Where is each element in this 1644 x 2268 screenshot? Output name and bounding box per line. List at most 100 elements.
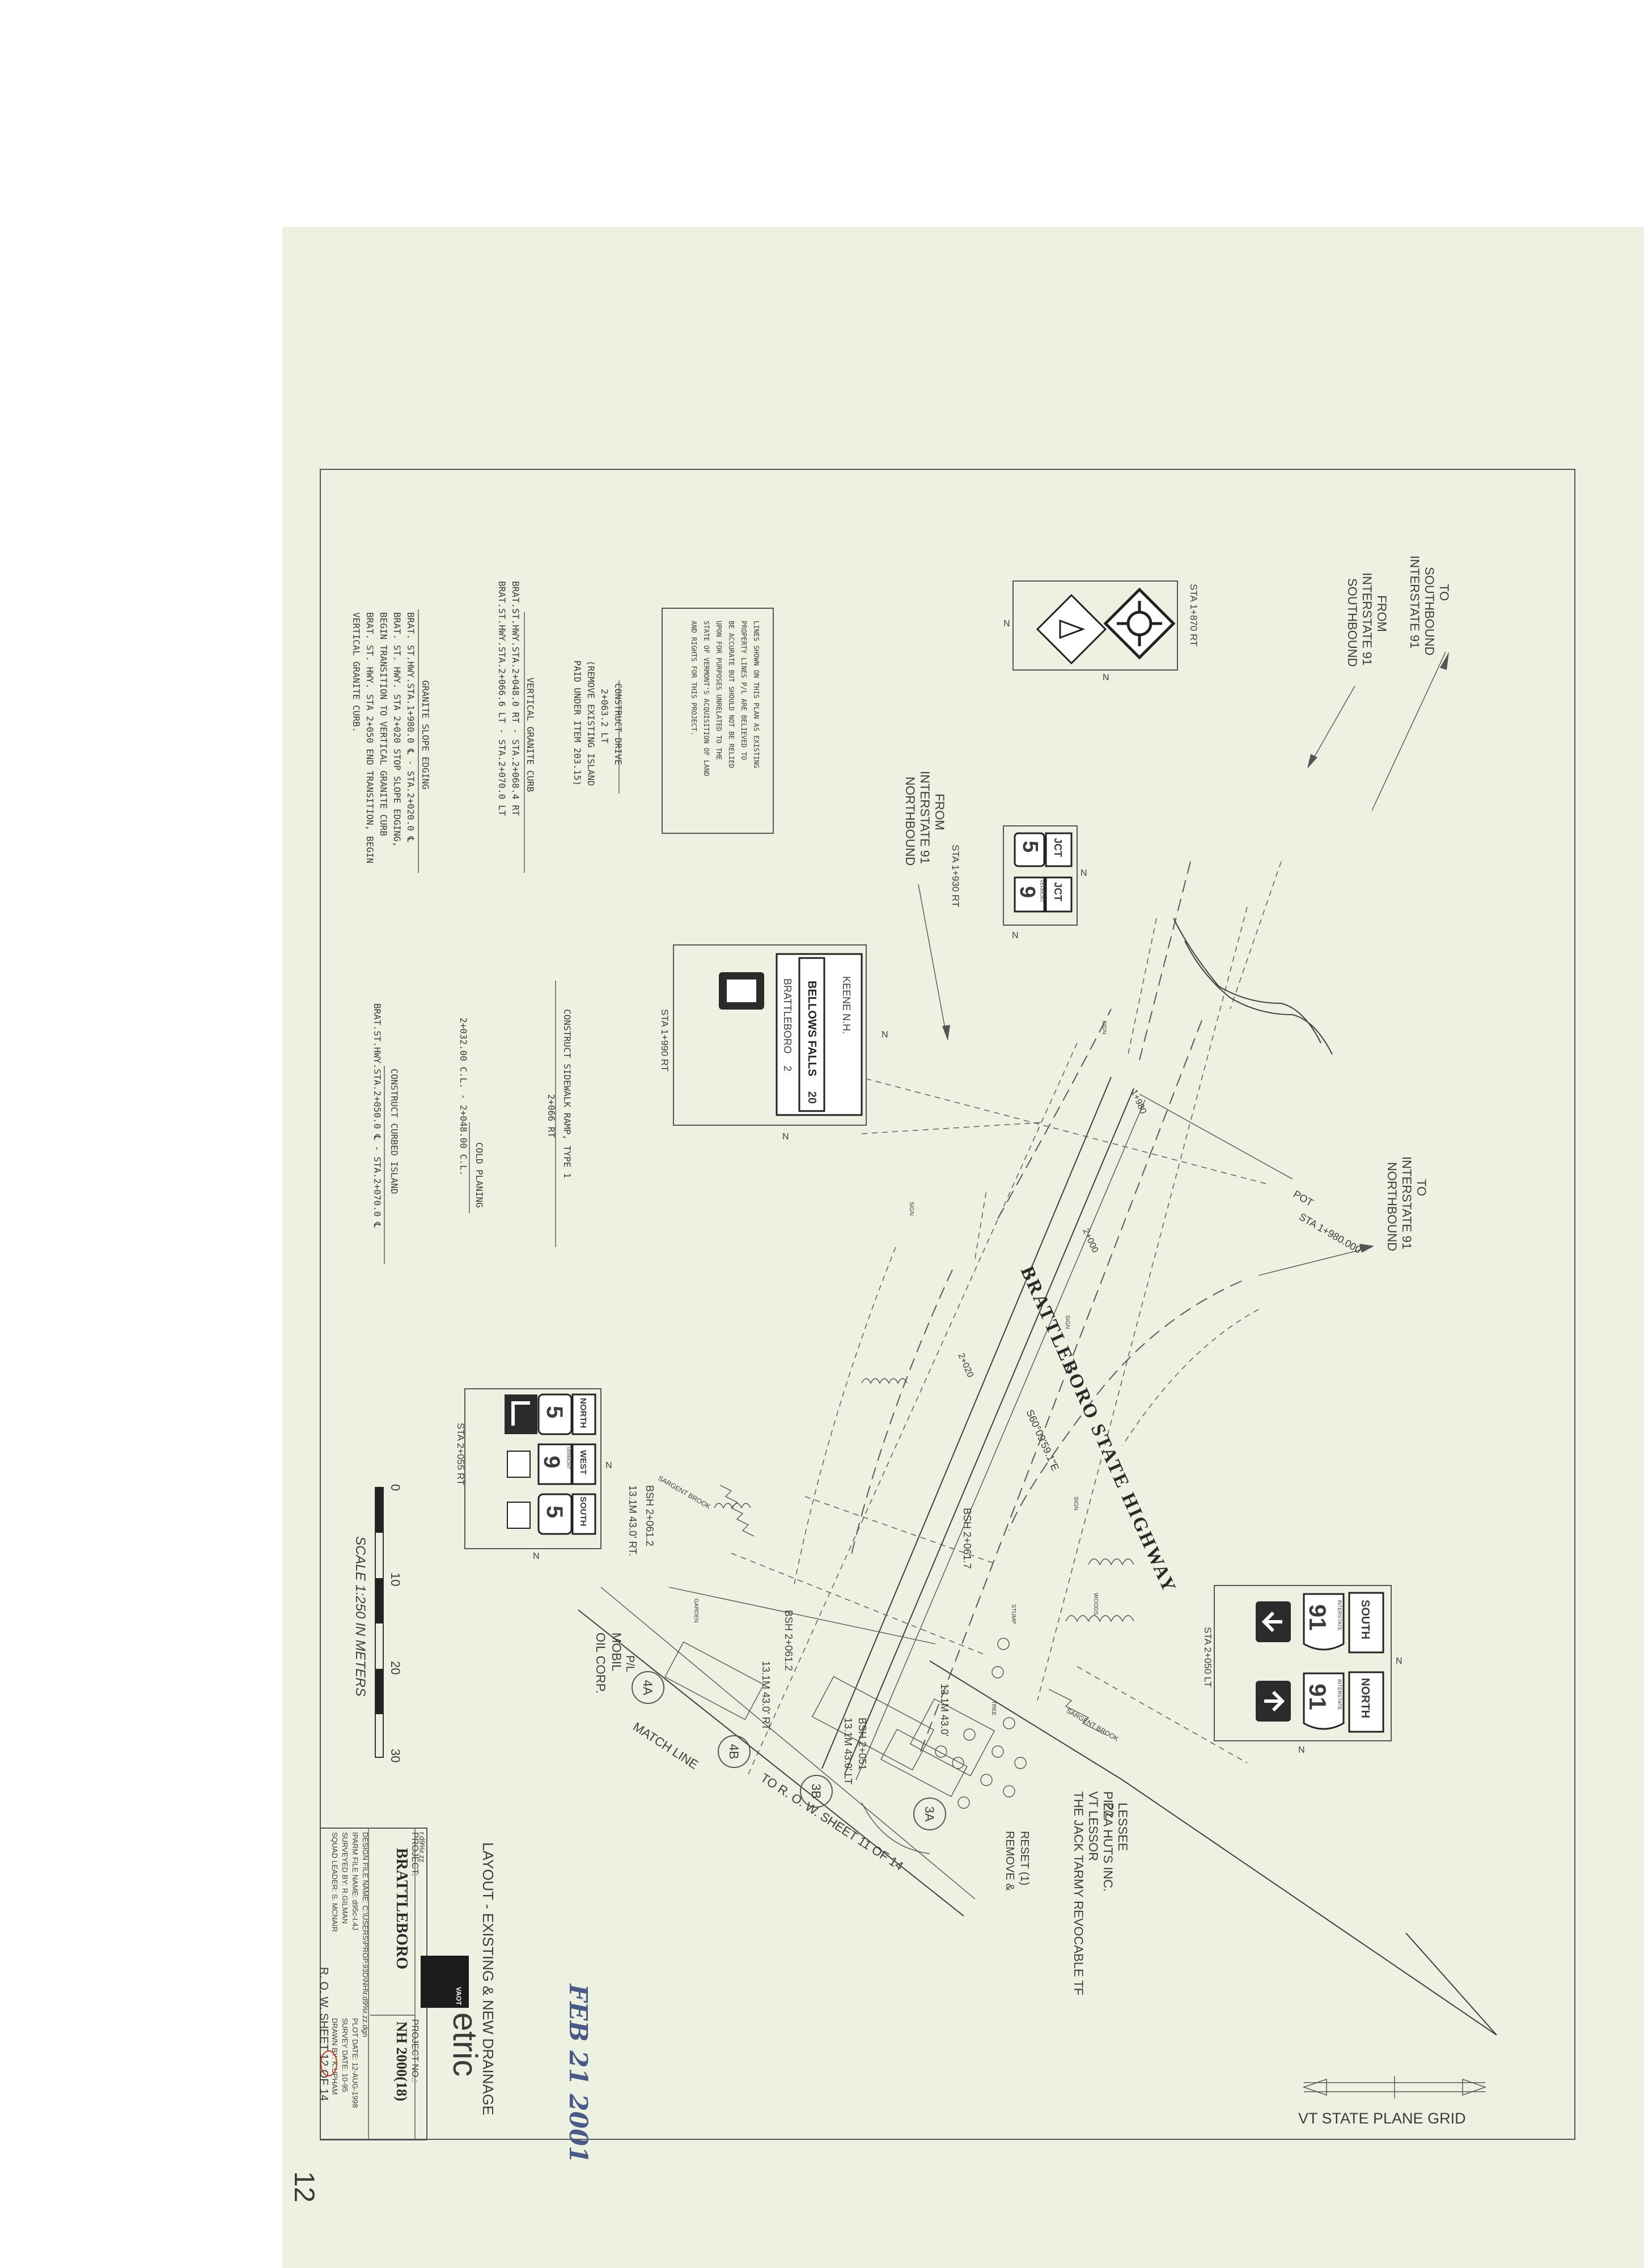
sign-label-4: SIGN [1073, 1497, 1079, 1510]
drawing-border [320, 469, 1575, 2140]
svg-text:(REMOVE EXISTING ISLAND: (REMOVE EXISTING ISLAND [586, 660, 596, 786]
svg-text:PROPERTY LINES P/L ARE BELIEVE: PROPERTY LINES P/L ARE BELIEVED TO [740, 621, 748, 760]
svg-text:13.1M 43.0' LT: 13.1M 43.0' LT [842, 1718, 854, 1784]
mobil-label: MOBIL OIL CORP. [594, 1633, 624, 1694]
row-sheet-number: R. O. W. SHEET 12 OF 14 [317, 1967, 330, 2101]
svg-text:30: 30 [388, 1749, 402, 1762]
svg-text:INTERSTATE 91: INTERSTATE 91 [1360, 573, 1374, 665]
woods-label: WOODS [1092, 1593, 1099, 1615]
sheet-title: LAYOUT - EXISTING & NEW DRAINAGE [480, 1842, 497, 2116]
svg-text:WEST: WEST [578, 1450, 588, 1474]
svg-text:CONSTRUCT CURBED ISLAND: CONSTRUCT CURBED ISLAND [389, 1069, 400, 1194]
pot-label: POT [1291, 1188, 1315, 1209]
svg-text:BE ACCURATE BUT SHOULD NOT BE: BE ACCURATE BUT SHOULD NOT BE RELIED [727, 621, 735, 768]
tarmy-parcel-label: THE JACK TARMY REVOCABLE TF VT LESSOR PI… [1071, 1791, 1130, 1995]
svg-text:PIZZA HUTS INC.: PIZZA HUTS INC. [1101, 1791, 1115, 1892]
svg-text:UPON FOR PURPOSES UNRELATED TO: UPON FOR PURPOSES UNRELATED TO THE [715, 621, 723, 760]
metric-wordmark: etric [446, 2012, 484, 2076]
svg-text:LINES SHOWN ON THIS PLAN AS EX: LINES SHOWN ON THIS PLAN AS EXISTING [752, 621, 760, 768]
north-label-8: N [533, 1551, 540, 1561]
parcel-4b: 4B [718, 1735, 751, 1768]
curbed-island-note: CONSTRUCT CURBED ISLAND BRAT.ST.HWY.STA.… [372, 1003, 400, 1228]
bsh-labels: BSH 2+061.2 13.1M 43.0' RT. BSH 2+061.7 … [627, 1485, 973, 1784]
roadway-lines [578, 651, 1497, 2036]
svg-text:VT LESSOR: VT LESSOR [1086, 1791, 1100, 1861]
svg-text:CONSTRUCT DRIVE: CONSTRUCT DRIVE [613, 683, 624, 765]
design-file-name: DESIGN FILE NAME: C:\USERS\PROP.93D\NH\r… [361, 1832, 370, 2037]
sta-1930: STA 1+930 RT [950, 845, 961, 907]
brattleboro-destination: BRATTLEBORO [782, 978, 793, 1054]
svg-text:10: 10 [388, 1572, 402, 1586]
sign-panel-route-assembly [464, 1388, 601, 1549]
north-grid-arrow: VT STATE PLANE GRID [1298, 2076, 1487, 2127]
svg-text:REMOVE &: REMOVE & [1003, 1831, 1016, 1891]
svg-text:FROM: FROM [933, 794, 947, 830]
grid-label: VT STATE PLANE GRID [1298, 2110, 1466, 2127]
svg-text:5: 5 [1018, 841, 1042, 853]
jct-route5-sign: JCT 5 [1014, 832, 1073, 867]
west-route9-sign: WEST VERMONT 9 [507, 1443, 596, 1485]
granite-slope-note: GRANITE SLOPE EDGING BRAT. ST.HWY.STA.1+… [351, 612, 431, 863]
match-line-label: MATCH LINE [630, 1719, 701, 1772]
iparm-file-name: IPARM FILE NAME: d95c-I.4J [351, 1832, 359, 1930]
south-i91-sign: SOUTH INTERSTATE 91 [1256, 1592, 1384, 1654]
pl-label: P/L [624, 1655, 636, 1672]
project-name: BRATTLEBORO [393, 1848, 410, 1969]
svg-text:20: 20 [388, 1661, 402, 1674]
date-stamp: FEB 21 2001 [563, 1983, 592, 2163]
sta-2055: STA 2+055 RT [455, 1423, 466, 1485]
sign-label-2: SIGN [908, 1202, 914, 1215]
svg-text:3A: 3A [922, 1807, 937, 1822]
svg-text:BRAT. ST.HWY.STA.1+980.0 ℄ - S: BRAT. ST.HWY.STA.1+980.0 ℄ - STA.2+020.0… [405, 612, 416, 843]
svg-text:FROM: FROM [1375, 595, 1389, 632]
roundabout-warning-sign [1103, 587, 1176, 660]
project-number: NH 2000(18) [393, 2021, 410, 2101]
bearing-label: S60°09'59.1"E [1024, 1408, 1061, 1472]
svg-text:CONSTRUCT SIDEWALK RAMP, TYPE: CONSTRUCT SIDEWALK RAMP, TYPE 1 [562, 1009, 573, 1178]
svg-text:91: 91 [1304, 1684, 1331, 1710]
row-sheet-reference: TO R. O. W. SHEET 11 OF 14 [758, 1770, 906, 1873]
svg-text:3B: 3B [809, 1784, 823, 1799]
north-route5-sign: NORTH 5 [505, 1393, 596, 1435]
svg-text:13.1M 43.0' RT: 13.1M 43.0' RT [760, 1661, 772, 1730]
sign-panel-guide [673, 944, 867, 1126]
svg-text:STATE OF VERMONT'S ACQUISITION: STATE OF VERMONT'S ACQUISITION OF LAND [702, 621, 710, 777]
svg-text:5: 5 [542, 1506, 567, 1518]
svg-text:NORTH: NORTH [1359, 1678, 1371, 1718]
stump-label: STUMP [1010, 1604, 1016, 1624]
from-northbound-label: FROM INTERSTATE 91 NORTHBOUND [903, 771, 947, 866]
svg-text:THE JACK TARMY REVOCABLE TF: THE JACK TARMY REVOCABLE TF [1071, 1791, 1086, 1995]
sign-panel-warning [1012, 580, 1178, 671]
north-label-6: N [782, 1132, 789, 1142]
remove-reset-note: REMOVE & RESET (1) [1003, 1831, 1031, 1891]
svg-text:SOUTH: SOUTH [578, 1497, 588, 1527]
drawn-by: DRAWN BY: K.UPHAM [331, 2018, 339, 2095]
svg-text:SOUTH: SOUTH [1359, 1600, 1371, 1639]
svg-text:AND RIGHTS FOR THIS PROJECT.: AND RIGHTS FOR THIS PROJECT. [690, 621, 698, 735]
north-label-5: N [882, 1030, 888, 1040]
keene-destination: KEENE N.H. [841, 976, 852, 1034]
tree-label: TREE [990, 1701, 997, 1716]
north-label-9: N [1396, 1656, 1403, 1666]
north-label-4: N [1012, 931, 1019, 940]
svg-text:RESET (1): RESET (1) [1018, 1831, 1031, 1885]
svg-text:MOBIL: MOBIL [609, 1633, 624, 1671]
lines-note-box [662, 608, 774, 834]
vaot-mark: VAOT [455, 1987, 463, 2006]
surveyed-by: SURVEYED BY: R.GILMAN [341, 1832, 349, 1924]
north-label-7: N [605, 1461, 612, 1470]
to-northbound-label: TO INTERSTATE 91 NORTHBOUND [1385, 1156, 1429, 1251]
bellows-falls-destination: BELLOWS FALLS [806, 981, 818, 1076]
north-label-10: N [1298, 1745, 1305, 1755]
sheet-number-circle [320, 2050, 337, 2076]
svg-text:LESSEE: LESSEE [1116, 1803, 1130, 1851]
bellows-falls-distance: 20 [806, 1091, 818, 1104]
svg-text:91: 91 [1304, 1604, 1331, 1631]
svg-text:VERTICAL GRANITE CURB.: VERTICAL GRANITE CURB. [351, 612, 362, 732]
project-label: PROJECT: [410, 1832, 420, 1876]
metric-logo [421, 1956, 469, 2008]
svg-text:INTERSTATE 91: INTERSTATE 91 [918, 771, 932, 864]
svg-text:4A: 4A [641, 1680, 655, 1695]
svg-text:OIL CORP.: OIL CORP. [594, 1633, 608, 1694]
